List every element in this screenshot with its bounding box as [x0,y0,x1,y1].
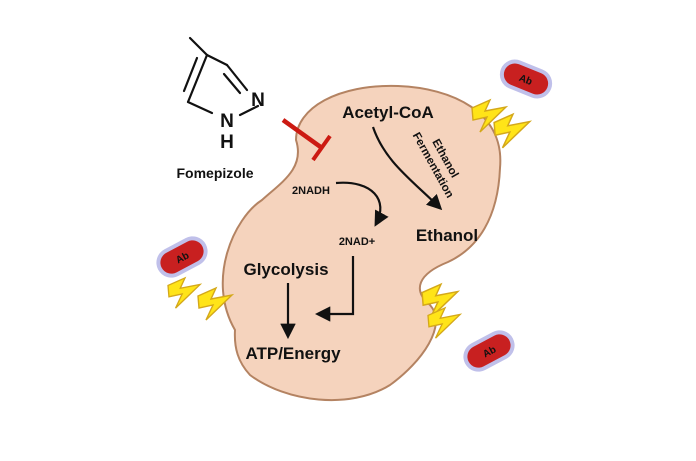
fermentation-arrow [371,126,443,211]
ring-nh-nitrogen-label: N [220,111,234,132]
glycolysis-label: Glycolysis [243,260,328,279]
ring-nh-hydrogen-label: H [220,132,234,153]
antibody-icon: Ab [156,236,208,278]
antibody-label: Ab [517,73,533,88]
antibody-icon: Ab [499,59,553,99]
fomepizole-structure [182,36,260,117]
inhibition-line [281,118,332,162]
atp-energy-label: ATP/Energy [245,344,341,363]
acetyl-coa-label: Acetyl-CoA [342,103,434,122]
ethanol-label: Ethanol [416,226,478,245]
antibody-icon: Ab [463,330,515,372]
nad-plus-label: 2NAD+ [339,236,375,248]
nadh-to-nad-arrow [335,181,389,227]
fomepizole-label: Fomepizole [176,165,253,181]
ring-nitrogen-label: N [251,90,265,111]
lightning-bolt-icon [493,113,531,149]
nad-to-atp-arrow [314,256,355,322]
nadh-label: 2NADH [292,185,330,197]
lightning-bolt-icon [167,277,201,309]
